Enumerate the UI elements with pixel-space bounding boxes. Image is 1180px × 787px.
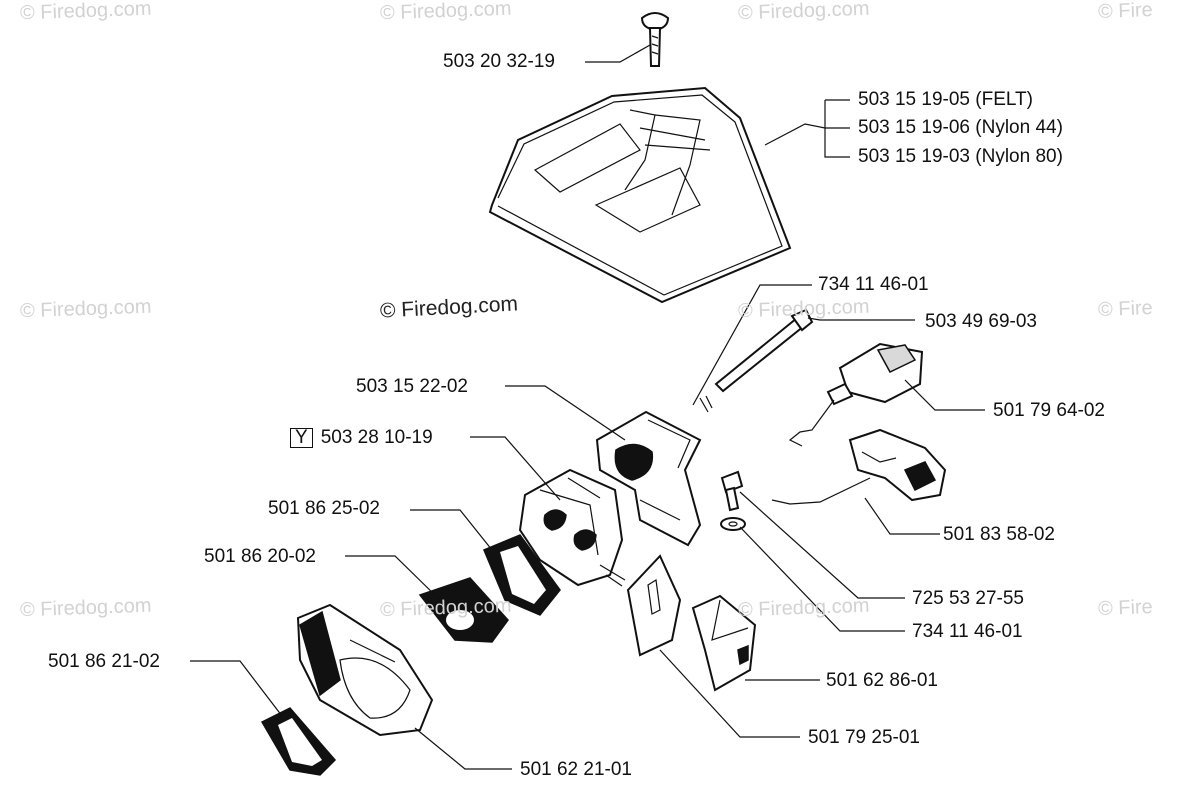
- screw-top-part: [640, 12, 670, 67]
- watermark: © Firedog.com: [737, 295, 870, 323]
- label-intake-cover: 501 62 21-01: [520, 759, 632, 780]
- label-washer: 734 11 46-01: [912, 621, 1023, 642]
- label-spacer: 501 86 20-02: [204, 546, 316, 567]
- gasket-a-part: [483, 534, 561, 616]
- spacer-part: [418, 577, 509, 643]
- long-bolt-part: [699, 308, 814, 413]
- label-screw-small: 725 53 27-55: [912, 588, 1024, 609]
- label-gasket-b: 501 86 21-02: [48, 651, 160, 672]
- carburetor-flag-box: Y: [290, 428, 313, 448]
- label-filter-nylon80: 503 15 19-03 (Nylon 80): [858, 146, 1063, 167]
- carburetor-part: [518, 468, 626, 587]
- watermark: © Firedog.com: [19, 594, 152, 622]
- watermark: © Fire: [1097, 596, 1154, 620]
- small-cover-part: [691, 594, 757, 692]
- small-screw-part: [720, 470, 744, 512]
- switch-part: [788, 342, 924, 447]
- label-lever: 501 83 58-02: [943, 524, 1055, 545]
- watermark: © Firedog.com: [379, 594, 512, 622]
- plate-part: [626, 554, 682, 657]
- gasket-b-part: [260, 707, 337, 776]
- label-small-cover: 501 62 86-01: [826, 670, 938, 691]
- carburetor-number: 503 28 10-19: [320, 427, 433, 448]
- label-bolt-long: 503 49 69-03: [925, 311, 1037, 332]
- label-plate: 501 79 25-01: [808, 727, 920, 748]
- label-filter-nylon44: 503 15 19-06 (Nylon 44): [858, 117, 1063, 138]
- watermark: © Fire: [1097, 297, 1154, 321]
- watermark: © Firedog.com: [737, 594, 870, 622]
- label-carburetor: Y 503 28 10-19: [290, 427, 433, 449]
- label-switch: 501 79 64-02: [993, 400, 1105, 421]
- leader-lines: [190, 44, 985, 770]
- label-screw-top: 503 20 32-19: [443, 51, 555, 72]
- washer-part: [720, 517, 746, 531]
- manifold-part: [595, 410, 702, 547]
- label-gasket-a: 501 86 25-02: [268, 498, 380, 519]
- label-manifold: 503 15 22-02: [356, 376, 468, 397]
- label-filter-felt: 503 15 19-05 (FELT): [858, 89, 1033, 110]
- label-pin: 734 11 46-01: [818, 274, 929, 295]
- intake-cover-part: [296, 603, 434, 737]
- watermark: © Fire: [1097, 0, 1154, 23]
- lever-part: [771, 428, 947, 505]
- air-filter-part: [488, 86, 792, 304]
- watermark: © Firedog.com: [19, 295, 152, 323]
